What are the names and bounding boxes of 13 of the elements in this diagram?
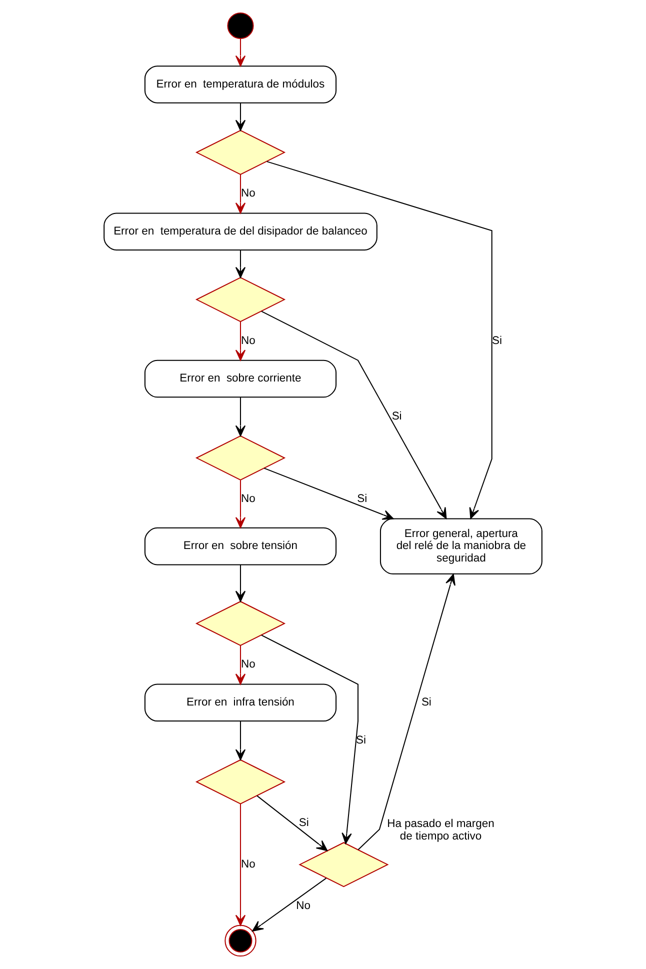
edge-label: No [240,658,256,671]
edge-label: Si [356,734,366,746]
edge-label: No [296,900,311,912]
edge-label: No [240,334,256,347]
edge-label: Si [298,817,309,830]
edge-label: No [240,858,256,870]
edge-label: Si [421,696,432,709]
edge-label: No [240,493,256,506]
node-label: Ha pasado el margen de tiempo activo [387,818,494,842]
edge-label: Si [357,493,368,506]
edge-label: No [240,188,256,200]
edge-label: Si [492,334,502,347]
edge-label: Si [392,410,402,422]
